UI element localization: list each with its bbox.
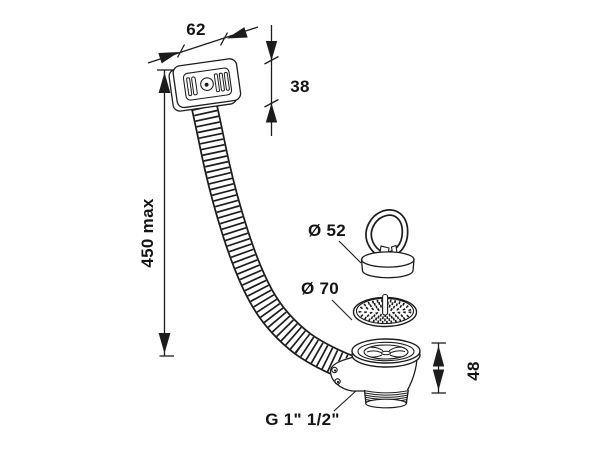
- dim-label-body-height: 48: [464, 361, 483, 381]
- leader-thread: [333, 389, 358, 412]
- screw-hole: [331, 366, 338, 374]
- overflow-screw: [200, 77, 214, 91]
- dimension-48: [431, 342, 446, 394]
- arrow-left-icon: [227, 27, 248, 39]
- overflow-slot: [186, 77, 193, 97]
- screw-hole: [334, 378, 341, 385]
- arrow-down-icon: [158, 333, 171, 354]
- leader-plug: [338, 240, 362, 264]
- dim-label-height: 38: [290, 77, 310, 96]
- overflow-slot: [218, 72, 225, 92]
- arrow-down-icon: [432, 369, 445, 391]
- label-plug-diameter: Ø 52: [307, 221, 347, 240]
- dim-label-width: 62: [186, 20, 206, 39]
- hose-corrugation-rings: [191, 98, 362, 383]
- label-thread-size: G 1" 1/2": [265, 410, 340, 429]
- arrow-up-icon: [432, 345, 445, 367]
- dimension-450-max: [157, 69, 174, 357]
- dimension-38: [264, 25, 279, 136]
- overflow-fitting: [168, 58, 242, 112]
- overflow-slot: [223, 71, 230, 91]
- arrow-down-icon: [265, 41, 278, 61]
- arrow-up-icon: [265, 103, 278, 123]
- arrow-up-icon: [158, 72, 171, 93]
- dim-label-hose-length: 450 max: [138, 198, 157, 268]
- arrow-right-icon: [158, 52, 179, 64]
- dimension-62: [147, 26, 259, 64]
- strainer-basket: [352, 293, 418, 328]
- overflow-slot: [191, 76, 198, 96]
- corrugated-hose: [189, 97, 362, 384]
- label-strainer-diameter: Ø 70: [300, 279, 340, 298]
- leader-strainer: [331, 299, 353, 321]
- drain-waste-body: [329, 338, 421, 409]
- overflow-slot: [213, 73, 220, 93]
- strainer-pin: [382, 293, 389, 316]
- flange-spokes: [366, 346, 406, 358]
- sink-plug: [360, 209, 415, 279]
